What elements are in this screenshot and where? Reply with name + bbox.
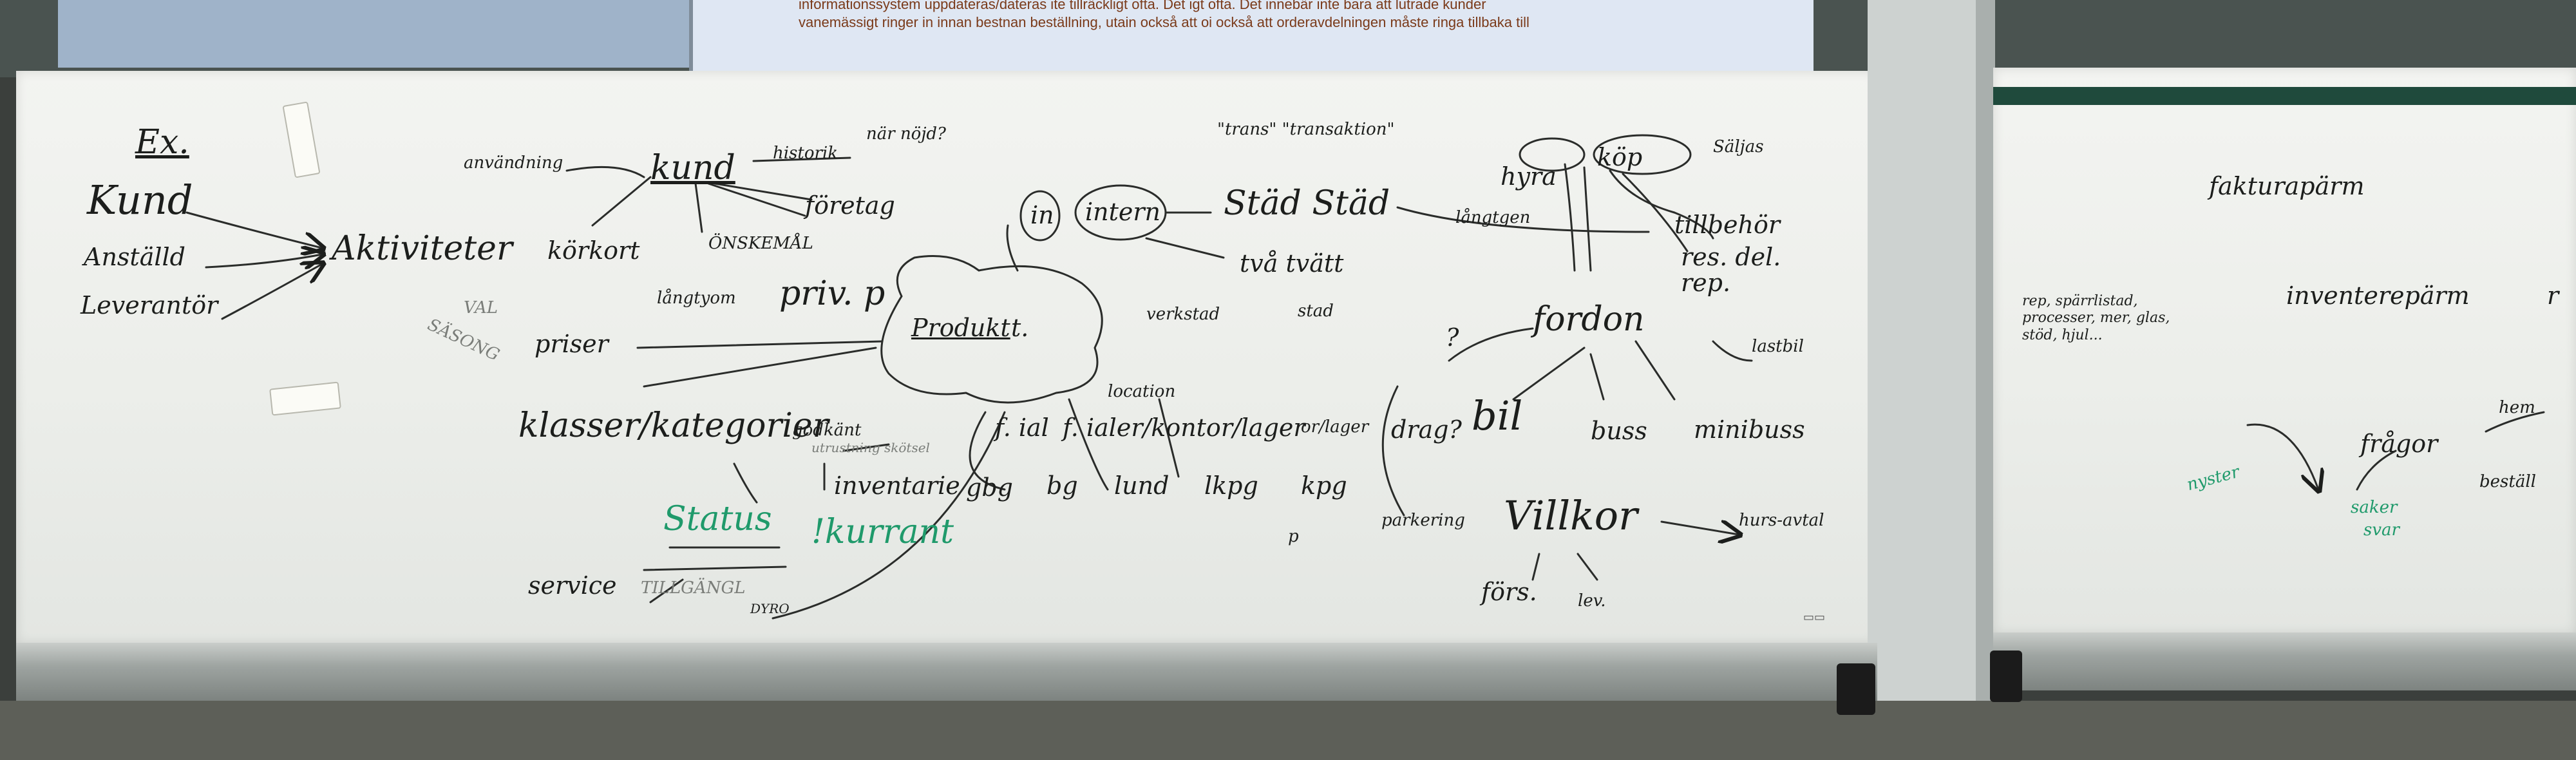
label-priser: priser	[535, 330, 609, 358]
marker-ledge-left	[16, 643, 1877, 701]
label-drag: drag?	[1391, 415, 1462, 444]
label-lastbil: lastbil	[1752, 337, 1804, 356]
board-top-band	[1993, 87, 2576, 105]
label-svar: svar	[2363, 520, 2400, 540]
label-nar-nojd: när nöjd?	[866, 124, 946, 144]
label-status: Status	[663, 500, 772, 538]
label-intern: intern	[1085, 198, 1161, 226]
label-question-mark: ?	[1446, 323, 1459, 352]
label-location: location	[1108, 382, 1176, 401]
label-anvandning: användning	[464, 153, 564, 173]
label-kpg: kpg	[1301, 471, 1347, 500]
label-saker: saker	[2351, 498, 2398, 517]
whiteboard-left	[16, 71, 1877, 644]
wall-pillar	[1868, 0, 1990, 760]
label-langtyom: långtyom	[657, 289, 736, 308]
label-stad: stad	[1298, 301, 1334, 321]
label-filial: f. ial	[995, 413, 1049, 442]
whiteboard-right	[1993, 68, 2576, 634]
label-bestall: beställ	[2479, 472, 2536, 491]
label-bil: bil	[1472, 392, 1523, 439]
slide-text-line-1: informationssystem uppdateras/dateras it…	[799, 0, 1486, 12]
board-clip	[1990, 651, 2022, 702]
label-buss: buss	[1591, 417, 1647, 445]
label-fors: förs.	[1481, 578, 1537, 606]
label-hyra: hyra	[1501, 162, 1557, 191]
label-r: r	[2547, 281, 2559, 310]
label-lund: lund	[1114, 471, 1170, 500]
label-gbg: gbg	[966, 473, 1013, 502]
label-val: VAL	[464, 298, 498, 318]
label-anstalld: Anställd	[84, 243, 185, 271]
label-kurrant: !kurrant	[811, 513, 954, 551]
label-fakturapairm: fakturapärm	[2209, 172, 2365, 200]
label-in: in	[1030, 201, 1054, 229]
projected-screen-left	[58, 0, 702, 68]
label-bg: bg	[1046, 471, 1078, 500]
label-inventarie: inventarie	[834, 471, 960, 500]
label-rep: rep.	[1681, 269, 1731, 297]
marker-ledge-right	[1993, 632, 2576, 690]
label-parkering: parkering	[1381, 511, 1465, 530]
label-lkpg: lkpg	[1204, 471, 1258, 500]
label-tillbehor: tillbehör	[1674, 211, 1781, 239]
label-fordon: fordon	[1533, 300, 1645, 339]
label-klasser-kategorier: klasser/kategorier	[518, 406, 829, 445]
board-ledge-label: ▭▭	[1803, 611, 1826, 624]
label-lev: lev.	[1578, 591, 1606, 611]
label-rep-list: rep, spärrlistad, processer, mer, glas, …	[2022, 293, 2170, 343]
label-utrustning: utrustning skötsel	[811, 440, 930, 455]
label-dyro: DYRO	[750, 601, 790, 616]
label-priv-p: priv. p	[779, 274, 886, 313]
label-verkstad: verkstad	[1146, 305, 1220, 324]
label-produkt: Produkt	[911, 314, 1010, 342]
label-leverantor: Leverantör	[80, 291, 218, 319]
label-hurs-avtal: hurs-avtal	[1739, 511, 1824, 530]
label-kop: köp	[1597, 143, 1643, 171]
pillar-shadow	[1976, 0, 1995, 760]
label-kund: kund	[650, 149, 735, 187]
label-hem: hem	[2499, 398, 2535, 417]
board-clip	[1837, 663, 1875, 715]
label-fragor: frågor	[2360, 430, 2438, 458]
label-foretag: företag	[805, 191, 895, 220]
label-villkor: Villkor	[1504, 492, 1638, 539]
label-inventerepairm: inventerepärm	[2286, 281, 2470, 310]
label-or-lager: or/lager	[1301, 417, 1369, 437]
label-onskemal: ÖNSKEMÅL	[708, 234, 813, 253]
label-stad-stad: Städ Städ	[1224, 184, 1390, 223]
label-ex: Ex.	[135, 123, 189, 162]
label-saljas: Säljas	[1713, 137, 1764, 157]
label-t: t.	[1011, 314, 1029, 342]
label-minibuss: minibuss	[1694, 415, 1805, 444]
label-trans: "trans" "transaktion"	[1217, 120, 1395, 139]
label-filialer-kontor-lager: f. ialer/kontor/lager	[1063, 413, 1305, 442]
label-kund-big: Kund	[87, 176, 193, 223]
label-p: p	[1288, 527, 1299, 546]
label-aktiviteter: Aktiviteter	[332, 229, 513, 268]
label-res-del: res. del.	[1681, 243, 1781, 271]
label-godkant: godkänt	[792, 421, 862, 440]
slide-text-line-2: vanemässigt ringer in innan bestnan best…	[799, 14, 1530, 30]
label-tillgangl: TILLGÄNGL	[641, 578, 746, 598]
label-korkort: körkort	[547, 236, 640, 265]
label-service: service	[528, 571, 617, 600]
label-langtgen: långtgen	[1455, 208, 1531, 227]
label-historik: historik	[773, 144, 838, 163]
floor	[0, 701, 2576, 760]
label-tva-tvatt: två tvätt	[1240, 249, 1344, 278]
